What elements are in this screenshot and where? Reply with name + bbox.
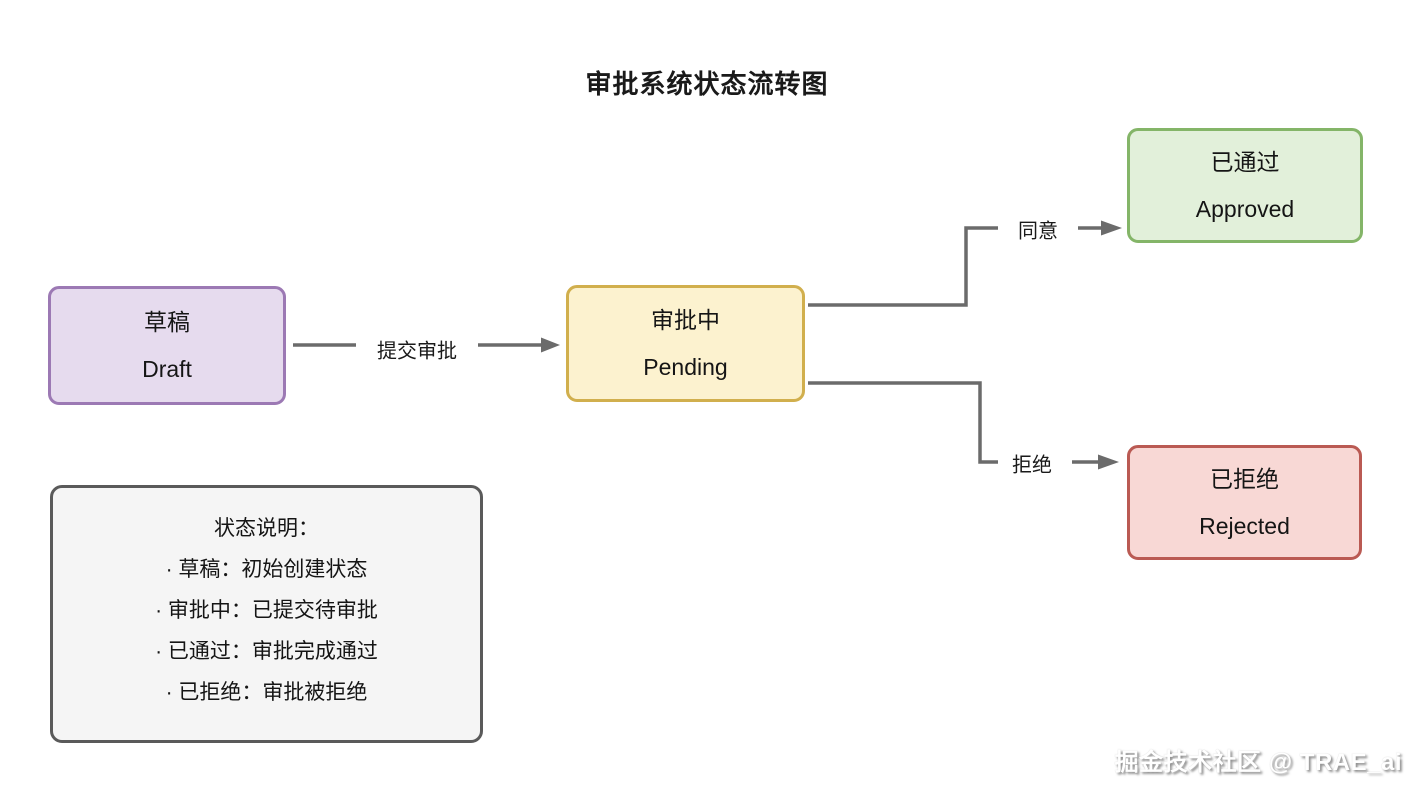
state-node-rejected: 已拒绝 Rejected <box>1127 445 1362 560</box>
edge-submit-arrowhead-icon <box>541 337 560 353</box>
rejected-label-zh: 已拒绝 <box>1210 465 1279 492</box>
edge-label-submit: 提交审批 <box>377 340 457 363</box>
pending-label-zh: 审批中 <box>651 306 720 333</box>
legend-title: 状态说明： <box>214 517 319 540</box>
legend-box: 状态说明： · 草稿：初始创建状态 · 审批中：已提交待审批 · 已通过：审批完… <box>50 485 483 743</box>
diagram-title: 审批系统状态流转图 <box>585 69 829 99</box>
rejected-label-en: Rejected <box>1199 512 1290 539</box>
edge-reject-elbow <box>808 381 998 464</box>
legend-item-approved: · 已通过：审批完成通过 <box>155 640 378 663</box>
legend-item-draft: · 草稿：初始创建状态 <box>165 558 368 581</box>
state-node-pending: 审批中 Pending <box>566 285 805 402</box>
draft-label-en: Draft <box>142 355 192 382</box>
edge-reject-arrowhead-icon <box>1098 454 1119 470</box>
legend-item-pending: · 审批中：已提交待审批 <box>155 599 378 622</box>
edge-label-approve: 同意 <box>1018 220 1058 243</box>
watermark: 掘金技术社区 @ TRAE_ai <box>1114 749 1402 776</box>
state-node-draft: 草稿 Draft <box>48 286 286 405</box>
approved-label-zh: 已通过 <box>1210 148 1280 175</box>
edge-approve-arrowhead-icon <box>1101 220 1122 236</box>
draft-label-zh: 草稿 <box>144 308 190 335</box>
edge-approve-elbow <box>808 226 998 307</box>
approved-label-en: Approved <box>1195 195 1295 222</box>
state-node-approved: 已通过 Approved <box>1127 128 1363 243</box>
pending-label-en: Pending <box>643 353 728 380</box>
legend-item-rejected: · 已拒绝：审批被拒绝 <box>165 681 368 704</box>
edge-label-reject: 拒绝 <box>1012 454 1052 477</box>
